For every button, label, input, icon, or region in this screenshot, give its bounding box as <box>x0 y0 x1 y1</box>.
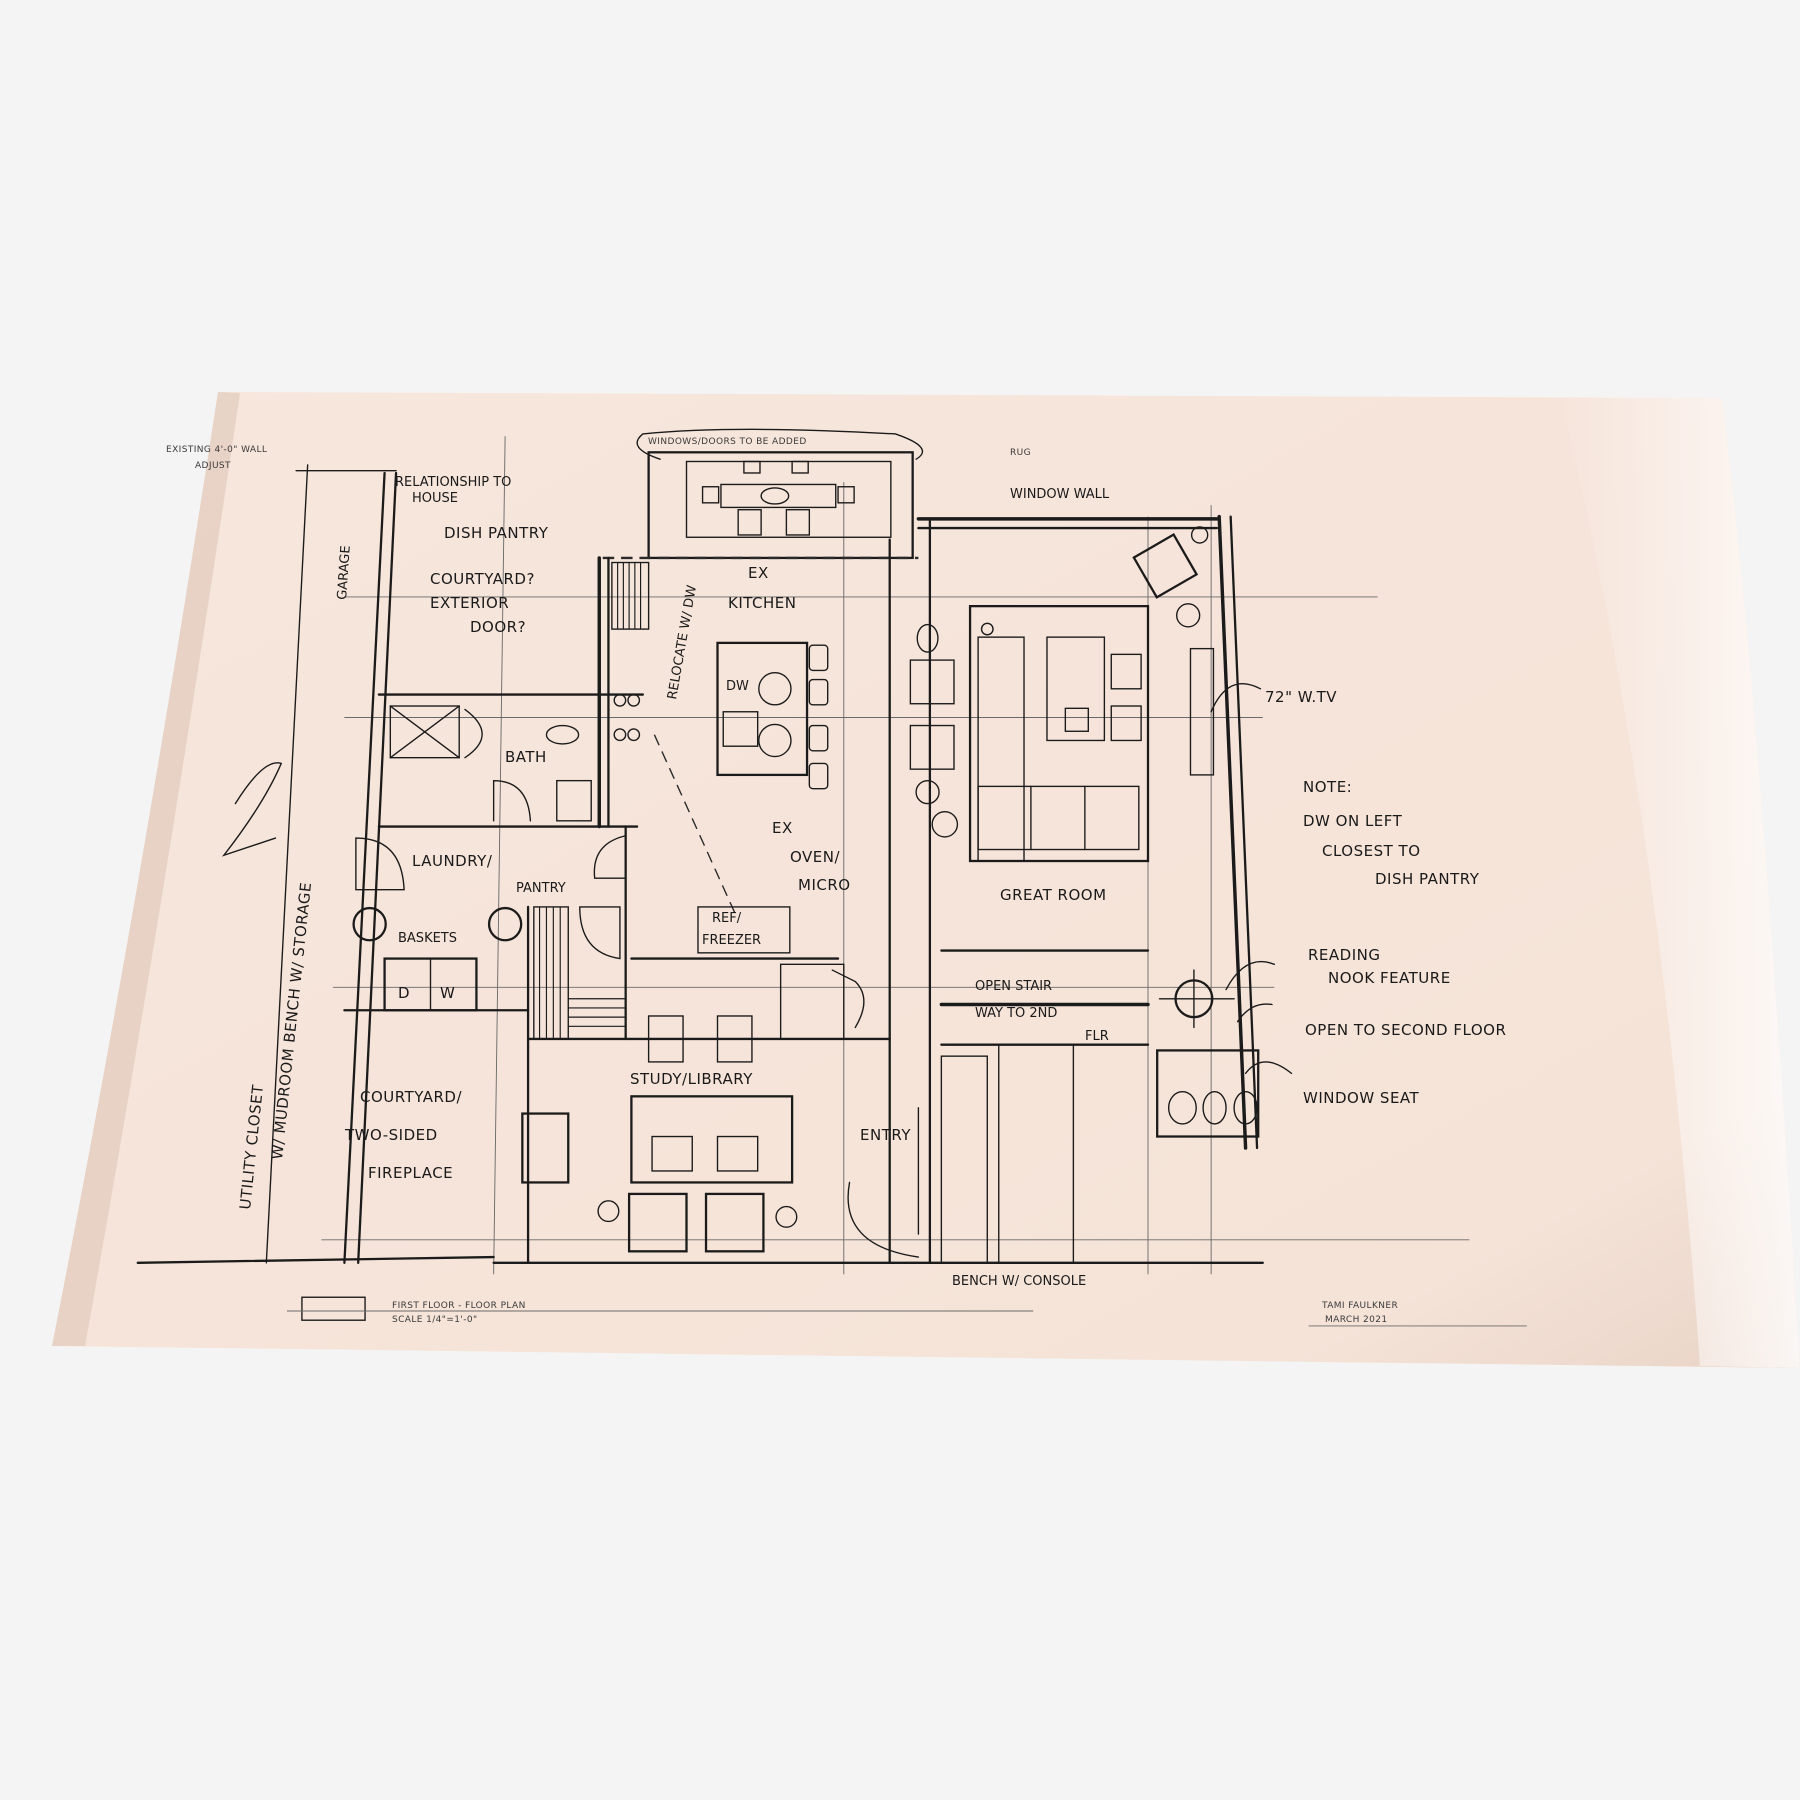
label-note-4: DISH PANTRY <box>1375 870 1480 888</box>
kitchen-fixtures <box>611 561 845 1040</box>
label-courtyard-door-2: EXTERIOR <box>430 594 509 612</box>
garage-walls <box>136 464 495 1264</box>
label-kitchen-ex: EX <box>748 564 769 582</box>
label-bath: BATH <box>505 748 547 766</box>
title-block-scale: SCALE 1/4"=1'-0" <box>392 1315 478 1325</box>
label-baskets: BASKETS <box>398 931 457 946</box>
label-ref-freezer-1: REF/ <box>712 911 742 926</box>
paper-sheet <box>52 392 1800 1368</box>
label-ref-freezer-2: FREEZER <box>702 933 761 948</box>
label-courtyard-fireplace-3: FIREPLACE <box>368 1164 453 1182</box>
label-note-3: CLOSEST TO <box>1322 842 1421 860</box>
title-block-box <box>301 1296 366 1321</box>
label-entry: ENTRY <box>860 1126 911 1144</box>
label-adjust-2: RELATIONSHIP TO <box>395 475 511 490</box>
label-dish-pantry: DISH PANTRY <box>444 524 549 542</box>
label-bench-console: BENCH W/ CONSOLE <box>952 1274 1086 1289</box>
label-oven-ex: EX <box>772 819 793 837</box>
label-open-to-second: OPEN TO SECOND FLOOR <box>1305 1021 1506 1039</box>
label-courtyard-door-1: COURTYARD? <box>430 570 535 588</box>
study-furniture <box>521 969 865 1253</box>
bath-laundry-fixtures <box>352 705 627 1040</box>
label-note-1: NOTE: <box>1303 778 1352 796</box>
label-open-stair-1: OPEN STAIR <box>975 979 1052 994</box>
label-great-room: GREAT ROOM <box>1000 886 1107 904</box>
label-courtyard-door-3: DOOR? <box>470 618 526 636</box>
title-block-date: MARCH 2021 <box>1325 1315 1388 1325</box>
label-window-wall: WINDOW WALL <box>1010 487 1110 502</box>
label-adjust-3: HOUSE <box>412 491 458 506</box>
paper-curl-highlight <box>1560 397 1800 1368</box>
label-dryer: D <box>398 984 410 1002</box>
label-open-stair-3: FLR <box>1085 1029 1109 1044</box>
label-rug: RUG <box>1010 448 1031 458</box>
plan-drawing <box>136 428 1527 1327</box>
label-study-library: STUDY/LIBRARY <box>630 1070 753 1088</box>
title-block-title: FIRST FLOOR - FLOOR PLAN <box>392 1301 526 1311</box>
label-kitchen: KITCHEN <box>728 594 797 612</box>
label-laundry: LAUNDRY/ <box>412 852 493 870</box>
label-courtyard-fireplace-1: COURTYARD/ <box>360 1088 462 1106</box>
label-adjust-1: ADJUST <box>195 461 231 471</box>
label-tv: 72" W.TV <box>1265 688 1337 706</box>
sheet-number-mark <box>221 762 283 857</box>
dining-area <box>636 428 924 560</box>
label-washer: W <box>440 984 455 1002</box>
label-open-stair-2: WAY TO 2ND <box>975 1006 1057 1021</box>
label-windows-doors: WINDOWS/DOORS TO BE ADDED <box>648 437 807 447</box>
label-reading-nook-2: NOOK FEATURE <box>1328 969 1451 987</box>
label-existing-wall: EXISTING 4'-0" WALL <box>166 445 267 455</box>
label-window-seat: WINDOW SEAT <box>1303 1089 1420 1107</box>
label-courtyard-fireplace-2: TWO-SIDED <box>344 1126 438 1144</box>
label-garage: GARAGE <box>335 545 354 600</box>
label-island-dw: DW <box>726 679 749 694</box>
label-pantry: PANTRY <box>516 881 566 896</box>
great-room-furniture <box>847 526 1293 1264</box>
paper-left-shadow <box>52 392 240 1346</box>
label-note-2: DW ON LEFT <box>1303 812 1403 830</box>
label-reading-nook-1: READING <box>1308 946 1380 964</box>
title-block-author: TAMI FAULKNER <box>1321 1301 1398 1311</box>
label-oven: OVEN/ <box>790 848 841 866</box>
label-micro: MICRO <box>798 876 851 894</box>
